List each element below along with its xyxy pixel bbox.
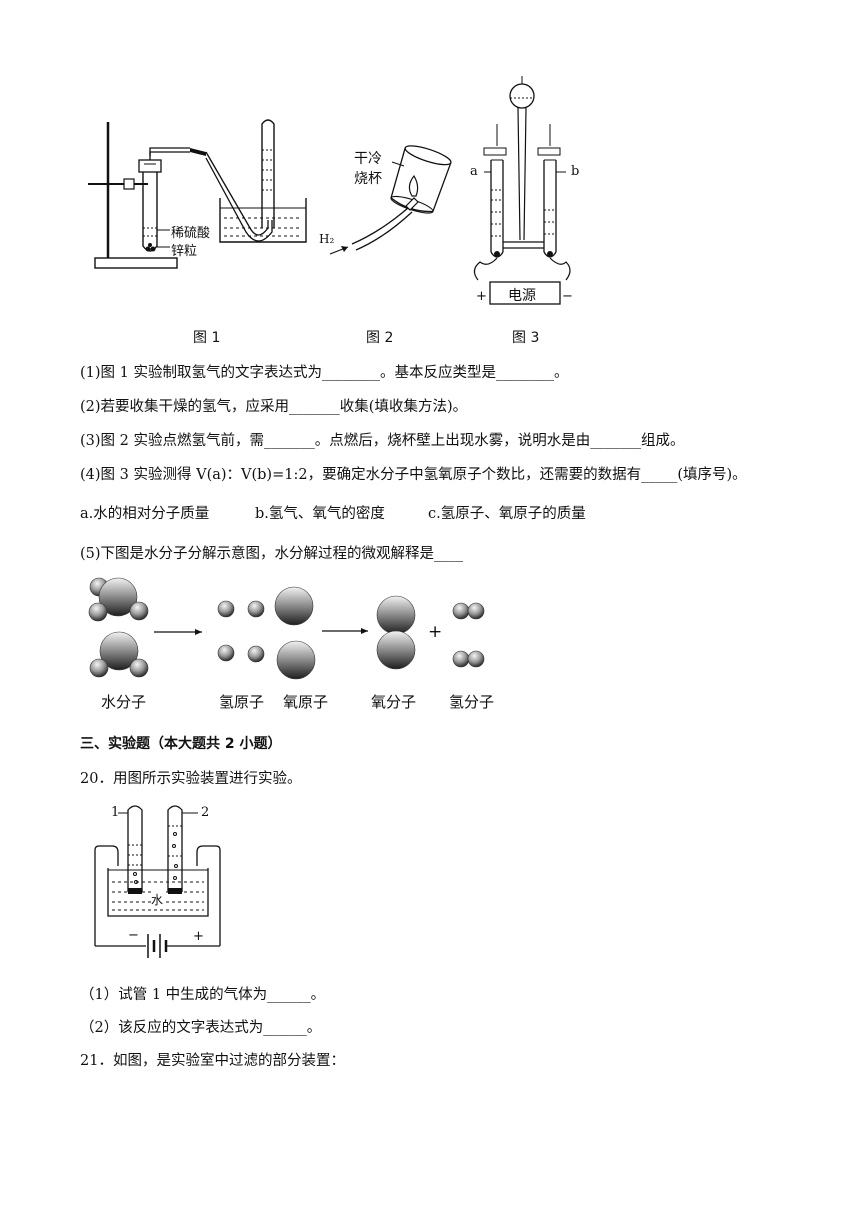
label-hydrogen-molecule: 氢分子 [449,693,495,711]
label-beaker: 烧杯 [354,171,382,187]
question-1: (1)图 1 实验制取氢气的文字表达式为________。基本反应类型是____… [80,365,569,381]
question-2: (2)若要收集干燥的氢气，应采用_______收集(填收集方法)。 [80,399,468,415]
figure-3-caption: 图 3 [512,330,540,346]
label-h2-inlet: H₂ [319,232,335,246]
label-battery-negative: − [128,928,139,943]
figure-2-drawing [329,145,452,255]
label-water-molecule: 水分子 [101,693,147,711]
label-hydrogen-atom: 氢原子 [219,693,265,711]
question-21: 21．如图，是实验室中过滤的部分装置： [80,1053,345,1069]
figure-1-caption: 图 1 [193,330,221,346]
molecule-diagram-drawing [88,577,485,680]
question-4: (4)图 3 实验测得 V(a)：V(b)=1:2，要确定水分子中氢氧原子个数比… [80,467,747,483]
question-20-part-2: （2）该反应的文字表达式为______。 [80,1020,322,1036]
label-oxygen-molecule: 氧分子 [371,693,417,711]
molecule-plus: + [428,622,443,642]
question-5: (5)下图是水分子分解示意图，水分解过程的微观解释是____ [80,546,464,562]
figure-2-caption: 图 2 [366,330,394,346]
label-power-supply: 电源 [508,288,536,304]
label-tube-2: 2 [201,805,210,820]
label-zinc-granules: 锌粒 [171,244,198,259]
question-20: 20．用图所示实验装置进行实验。 [80,771,302,787]
figure-3-drawing [473,76,571,305]
label-battery-positive: + [193,929,204,944]
label-tube-a: a [470,164,478,179]
label-tube-1: 1 [111,805,120,820]
label-positive: + [476,289,487,304]
option-c: c.氢原子、氧原子的质量 [428,506,586,522]
label-oxygen-atom: 氧原子 [283,693,329,711]
label-tube-b: b [571,164,580,179]
question-3: (3)图 2 实验点燃氢气前，需_______。点燃后，烧杯壁上出现水雾，说明水… [80,433,685,449]
label-dry-cold: 干冷 [354,151,382,167]
question-20-part-1: （1）试管 1 中生成的气体为______。 [80,987,326,1003]
figure-1-drawing [88,119,307,269]
label-negative: − [562,289,573,304]
figure-20-drawing [94,805,221,958]
section-3-heading: 三、实验题（本大题共 2 小题） [80,736,282,752]
label-water: 水 [151,891,164,908]
option-a: a.水的相对分子质量 [80,506,210,522]
label-dilute-sulfuric-acid: 稀硫酸 [171,226,211,241]
option-b: b.氢气、氧气的密度 [255,506,385,522]
